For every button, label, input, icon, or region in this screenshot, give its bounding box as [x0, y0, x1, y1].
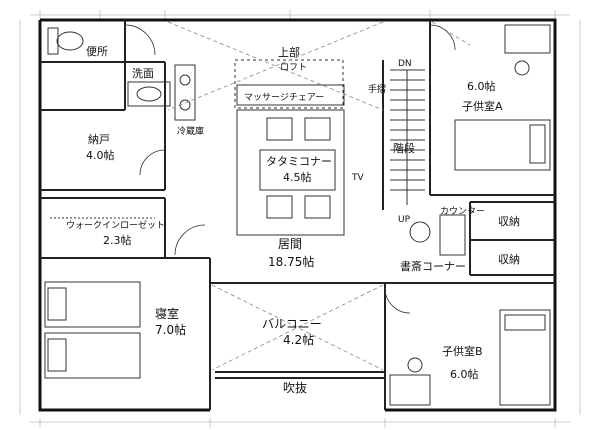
- living-name: 居間: [278, 237, 302, 251]
- closet-size: 2.3帖: [103, 234, 132, 247]
- living-size: 18.75帖: [268, 254, 314, 269]
- massage-chair-label: マッサージチェアー: [244, 92, 324, 103]
- counter-label: カウンター: [440, 206, 485, 217]
- loft-sub: ロフト: [280, 63, 307, 73]
- doors: [124, 24, 456, 314]
- tatami-area: [236, 109, 345, 236]
- loft-name: 上部: [278, 45, 300, 59]
- bedroom-name: 寝室: [155, 306, 179, 321]
- bed-2: [44, 332, 141, 379]
- desk-child-a: [504, 24, 551, 54]
- fridge-unit: [174, 64, 196, 121]
- dimension-lines: [19, 10, 581, 428]
- toilet-tank: [47, 27, 59, 55]
- study-chair: [409, 221, 431, 243]
- storage-2: 収納: [498, 253, 520, 266]
- tatami-size: 4.5帖: [283, 171, 312, 184]
- bedroom-size: 7.0帖: [155, 322, 186, 337]
- stairs-dn: DN: [398, 59, 412, 69]
- void-label: 吹抜: [283, 381, 307, 395]
- washbasin: [127, 81, 171, 107]
- void-lines: [167, 21, 471, 371]
- labels: 便所 洗面 冷蔵庫 納戸 4.0帖 上部 ロフト マッサージチェアー タタミコナ…: [66, 45, 520, 395]
- desk-child-b: [389, 374, 431, 406]
- inner-walls: [40, 20, 555, 410]
- room-washroom: 洗面: [132, 67, 154, 80]
- room-storage-size: 4.0帖: [86, 149, 115, 162]
- bed-1: [44, 281, 141, 328]
- room-storage-name: 納戸: [88, 133, 110, 146]
- bed-child-a: [454, 119, 551, 171]
- handrail-label: 手摺: [368, 83, 386, 95]
- child-b-name: 子供室B: [442, 344, 483, 358]
- room-toilet: 便所: [86, 45, 108, 58]
- stairs-label: 階段: [393, 141, 415, 155]
- tatami-name: タタミコナー: [266, 155, 332, 168]
- tv-label: TV: [351, 173, 364, 183]
- toilet-bowl: [56, 31, 84, 51]
- storage-1: 収納: [498, 215, 520, 228]
- closet-name: ウォークインローゼット: [66, 219, 165, 231]
- stairs-up: UP: [398, 215, 411, 225]
- child-b-size: 6.0帖: [450, 368, 479, 381]
- child-a-size: 6.0帖: [467, 80, 496, 93]
- balcony-name: バルコニー: [262, 317, 322, 331]
- fixtures: [44, 24, 551, 406]
- child-a-name: 子供室A: [462, 99, 503, 113]
- label-fridge: 冷蔵庫: [177, 125, 204, 137]
- bed-child-b: [499, 309, 551, 406]
- study-label: 書斎コーナー: [400, 259, 466, 273]
- tatami-table: [259, 149, 336, 191]
- balcony-size: 4.2帖: [283, 332, 314, 347]
- study-counter: [439, 214, 466, 256]
- outer-walls: [38, 18, 557, 412]
